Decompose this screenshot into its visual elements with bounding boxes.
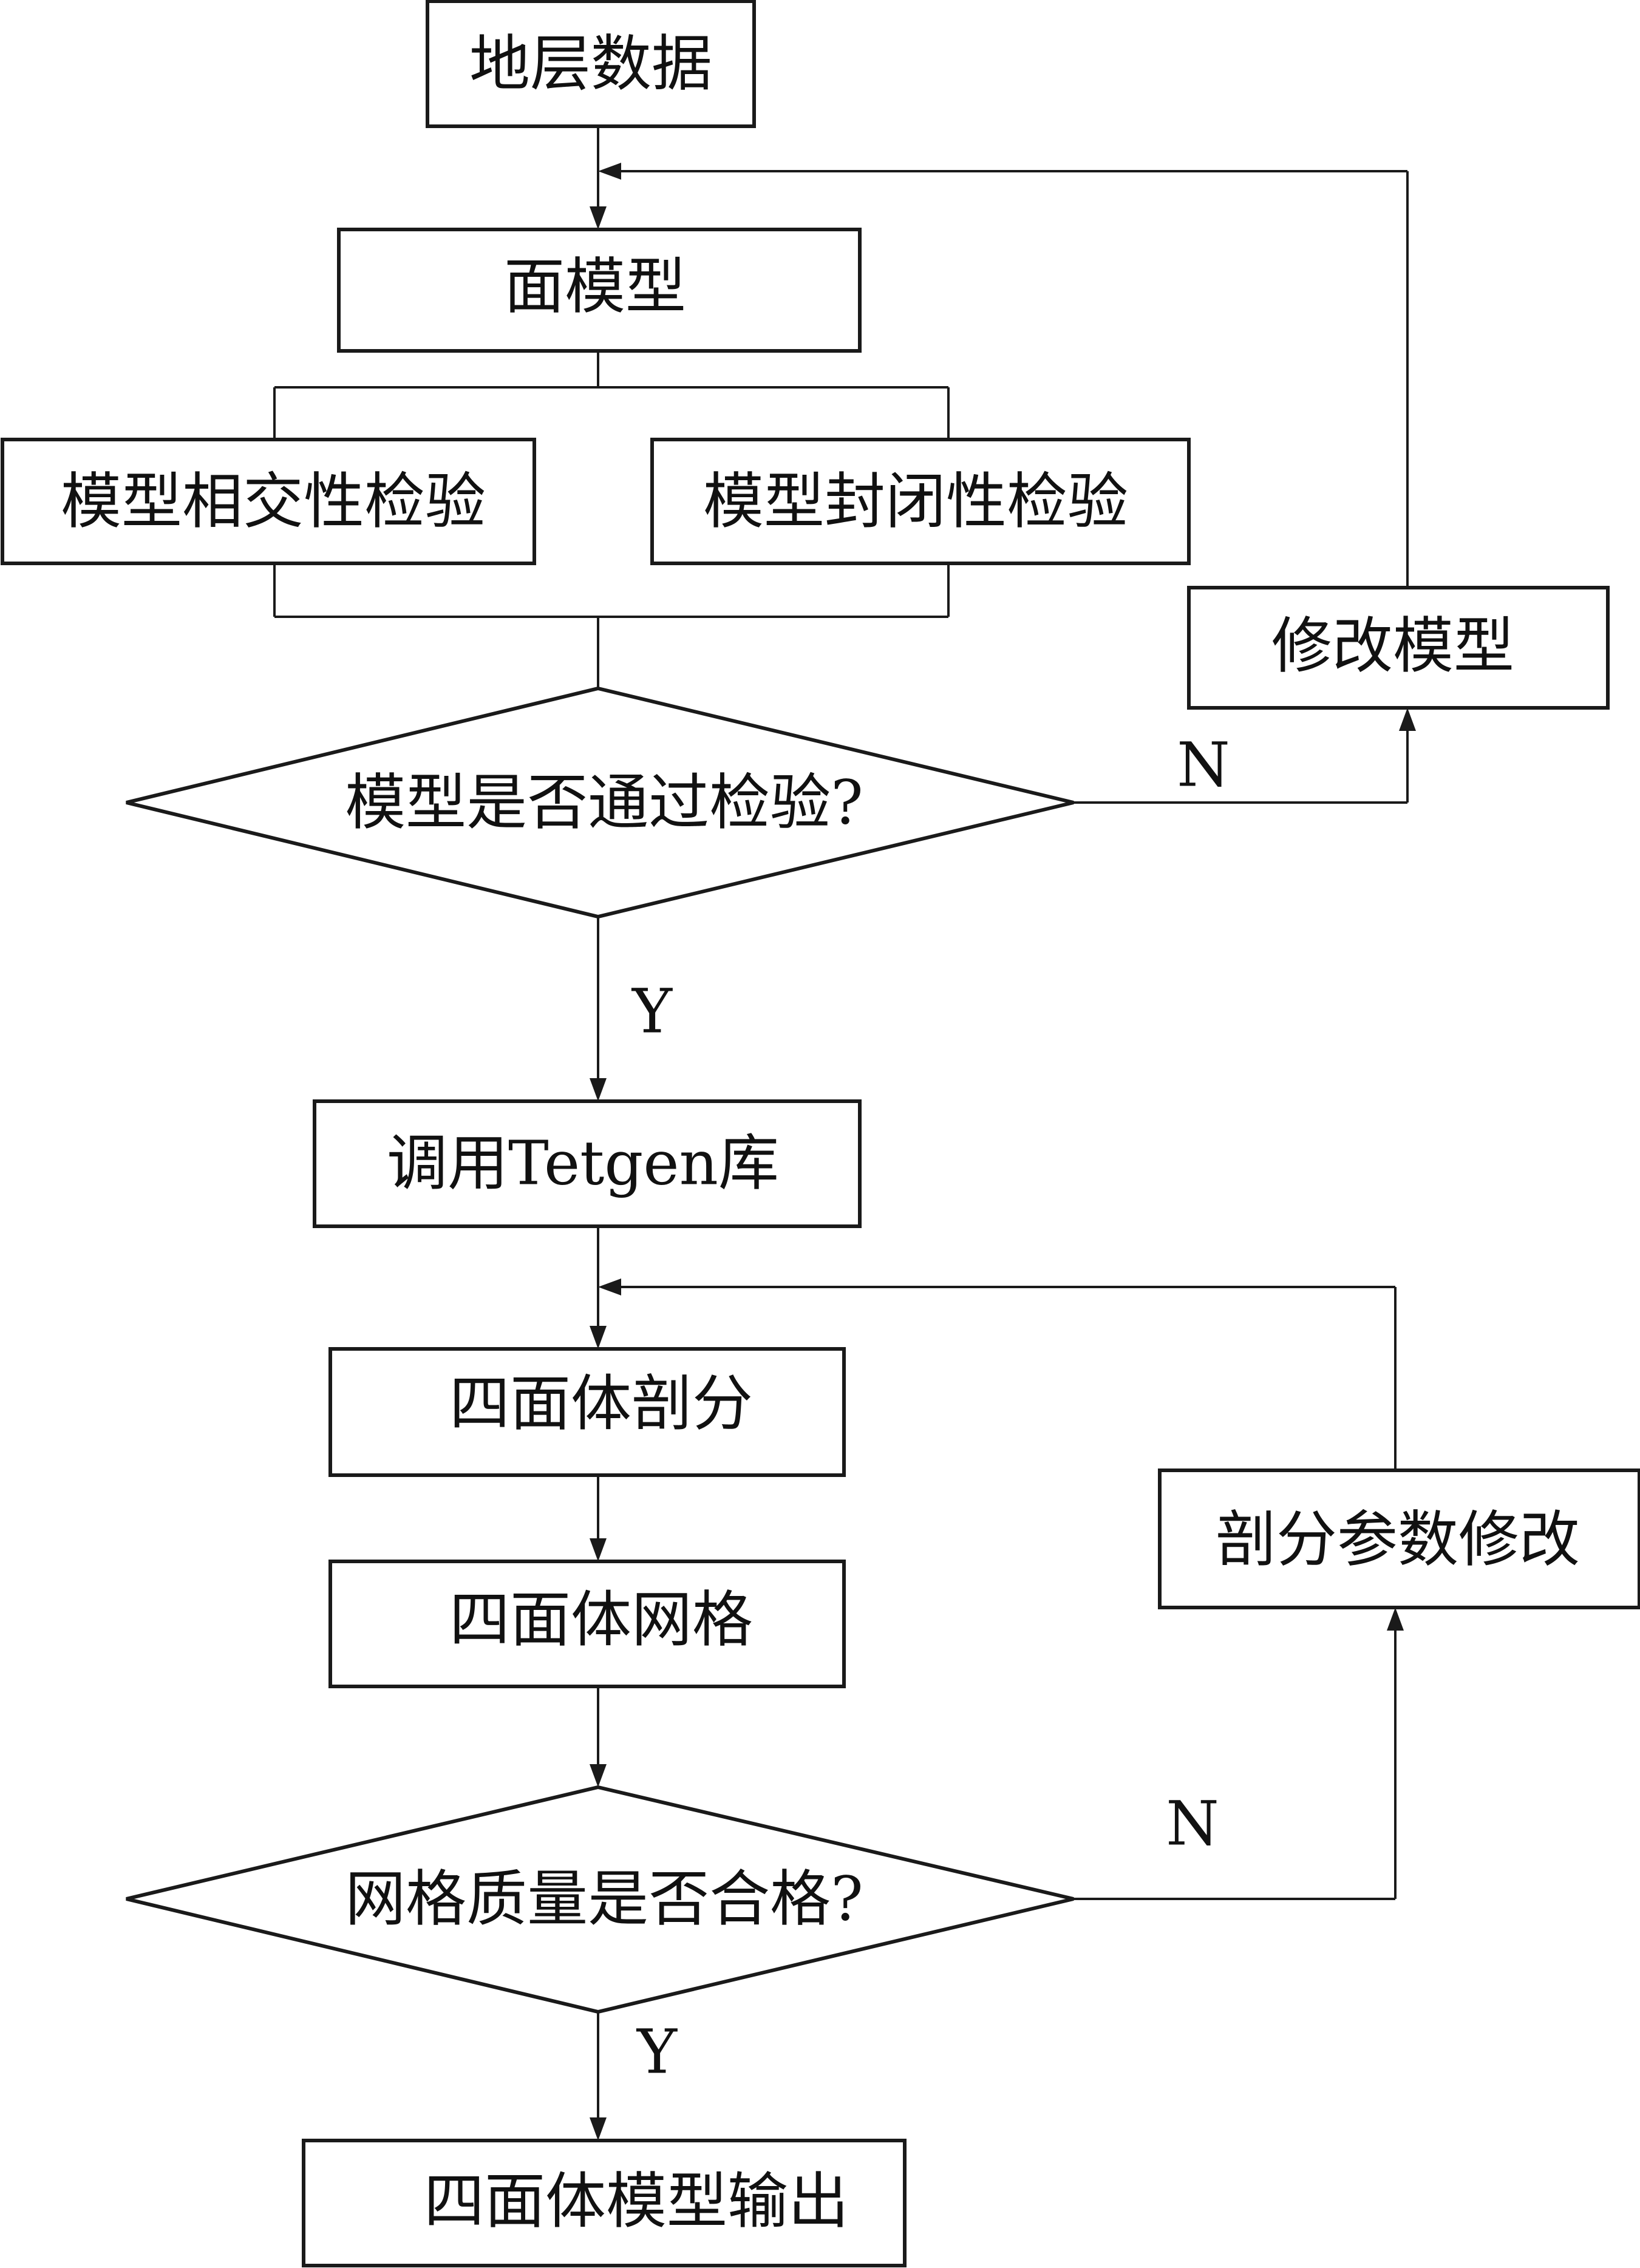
- arrowhead-surface: [590, 206, 607, 229]
- node-tetra-partition: 四面体剖分: [328, 1347, 846, 1477]
- arrowhead-params-return: [598, 1278, 621, 1295]
- node-tetra-mesh: 四面体网格: [328, 1560, 846, 1688]
- node-closure-check: 模型封闭性检验: [650, 438, 1191, 565]
- node-modify-model-label: 修改模型: [1271, 611, 1514, 682]
- arrowhead-mesh: [590, 1538, 607, 1561]
- arrowhead-output: [590, 2117, 607, 2141]
- node-surface-model-label: 面模型: [504, 251, 686, 322]
- node-mesh-quality-decision: 网格质量是否合格?: [126, 1785, 1074, 2014]
- node-mesh-quality-decision-label: 网格质量是否合格?: [345, 1864, 863, 1935]
- node-pass-check-decision: 模型是否通过检验?: [126, 686, 1074, 919]
- node-modify-model: 修改模型: [1187, 586, 1610, 710]
- node-pass-check-decision-label: 模型是否通过检验?: [345, 767, 863, 838]
- arrowhead-partition: [590, 1326, 607, 1349]
- arrowhead-quality: [590, 1764, 607, 1787]
- node-intersection-check-label: 模型相交性检验: [61, 466, 486, 537]
- node-tetra-mesh-label: 四面体网格: [449, 1584, 753, 1655]
- node-adjust-params-label: 剖分参数修改: [1216, 1504, 1580, 1575]
- node-tetra-output: 四面体模型输出: [302, 2139, 907, 2267]
- edge-label-quality-yes: Y: [636, 2017, 678, 2088]
- connectors: [273, 126, 1416, 2141]
- node-tetra-partition-label: 四面体剖分: [449, 1368, 753, 1439]
- edge-label-pass-no: N: [1177, 730, 1230, 801]
- node-intersection-check: 模型相交性检验: [1, 438, 536, 565]
- arrowhead-modify-return: [598, 163, 621, 180]
- node-call-tetgen: 调用Tetgen库: [313, 1099, 862, 1228]
- node-call-tetgen-label: 调用Tetgen库: [387, 1128, 779, 1199]
- node-strata-data: 地层数据: [426, 0, 756, 128]
- arrowhead-modify: [1399, 708, 1416, 731]
- node-strata-data-label: 地层数据: [469, 29, 712, 100]
- edge-label-pass-yes: Y: [631, 976, 673, 1047]
- node-surface-model: 面模型: [337, 228, 862, 353]
- edge-label-quality-no: N: [1166, 1788, 1219, 1859]
- arrowhead-params: [1387, 1608, 1404, 1631]
- node-closure-check-label: 模型封闭性检验: [703, 466, 1128, 537]
- node-adjust-params: 剖分参数修改: [1158, 1468, 1640, 1609]
- arrowhead-tetgen: [590, 1078, 607, 1101]
- node-tetra-output-label: 四面体模型输出: [424, 2166, 849, 2237]
